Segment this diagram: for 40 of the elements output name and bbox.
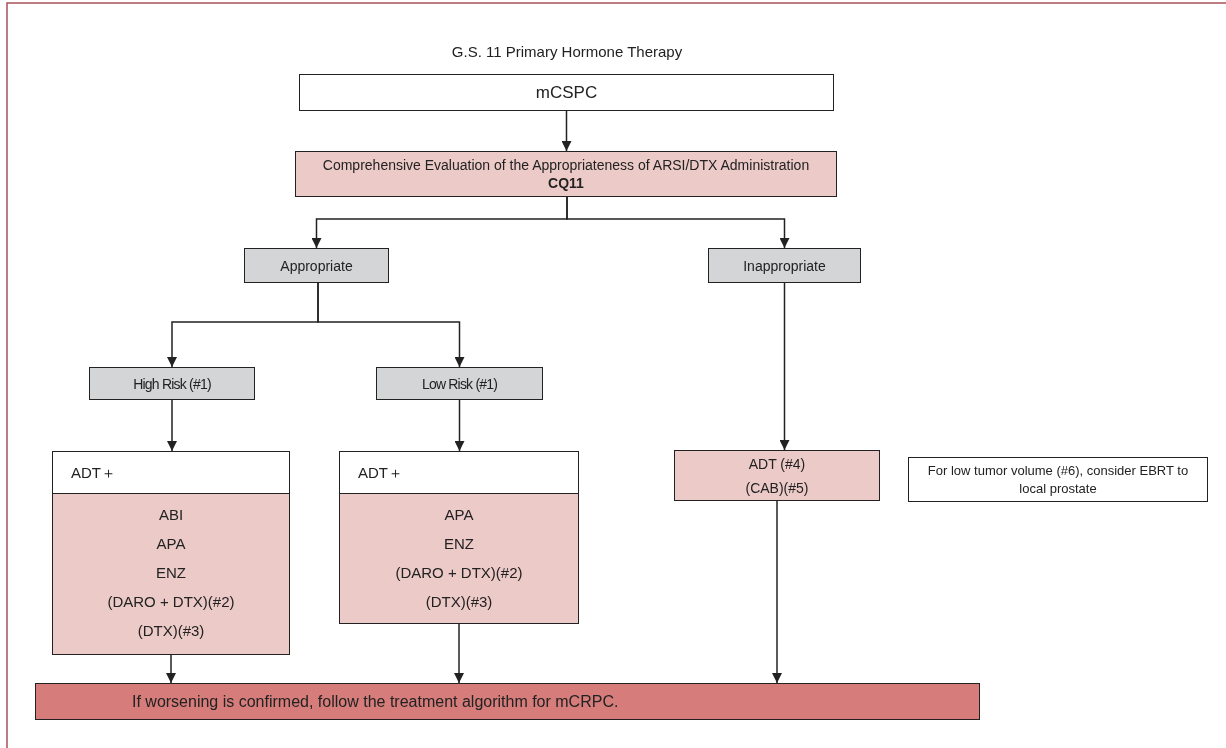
drug-option: ABI <box>158 500 184 529</box>
treatment-box <box>339 451 579 624</box>
box-text: For low tumor volume (#6), consider EBRT to local prostate <box>926 461 1190 498</box>
treatment-box <box>52 451 290 655</box>
arrow <box>779 282 790 451</box>
arrow <box>454 399 465 452</box>
arrow <box>566 196 790 249</box>
box-text: Inappropriate <box>743 256 826 275</box>
category-box <box>89 367 255 400</box>
box-text: Low Risk (#1) <box>421 374 498 393</box>
arrow <box>166 654 176 684</box>
drug-option: APA <box>156 529 186 558</box>
drug-option: APA <box>444 500 474 529</box>
box-text: (CAB)(#5) <box>745 478 809 498</box>
box-text: Appropriate <box>280 256 353 275</box>
arrow <box>454 623 464 684</box>
drug-option: (DARO + DTX)(#2) <box>107 587 235 616</box>
decision-box <box>708 248 861 283</box>
box-text: mCSPC <box>535 83 598 102</box>
drug-option: ENZ <box>156 558 186 587</box>
arrow <box>561 110 572 152</box>
note-box <box>908 457 1208 502</box>
diagram-title: G.S. 11 Primary Hormone Therapy <box>450 43 684 60</box>
decision-box <box>244 248 389 283</box>
box-text: High Risk (#1) <box>133 374 211 393</box>
process-box <box>295 151 837 197</box>
arrow <box>772 500 782 684</box>
box-text: If worsening is confirmed, follow the treatment algorithm for mCRPC. <box>132 692 619 711</box>
box-text: Comprehensive Evaluation of the Appropriateness of ARSI/DTX Administration CQ11 <box>321 156 811 192</box>
process-box <box>299 74 834 111</box>
drug-option: ENZ <box>444 529 474 558</box>
box-text: ADT (#4) <box>748 454 806 474</box>
arrow <box>317 282 465 368</box>
drug-option: (DTX)(#3) <box>137 616 205 645</box>
drug-option: (DTX)(#3) <box>425 587 493 616</box>
arrow <box>167 399 177 452</box>
drug-option: (DARO + DTX)(#2) <box>395 558 523 587</box>
outcome-bar <box>35 683 980 720</box>
treatment-box <box>674 450 880 501</box>
category-box <box>376 367 543 400</box>
